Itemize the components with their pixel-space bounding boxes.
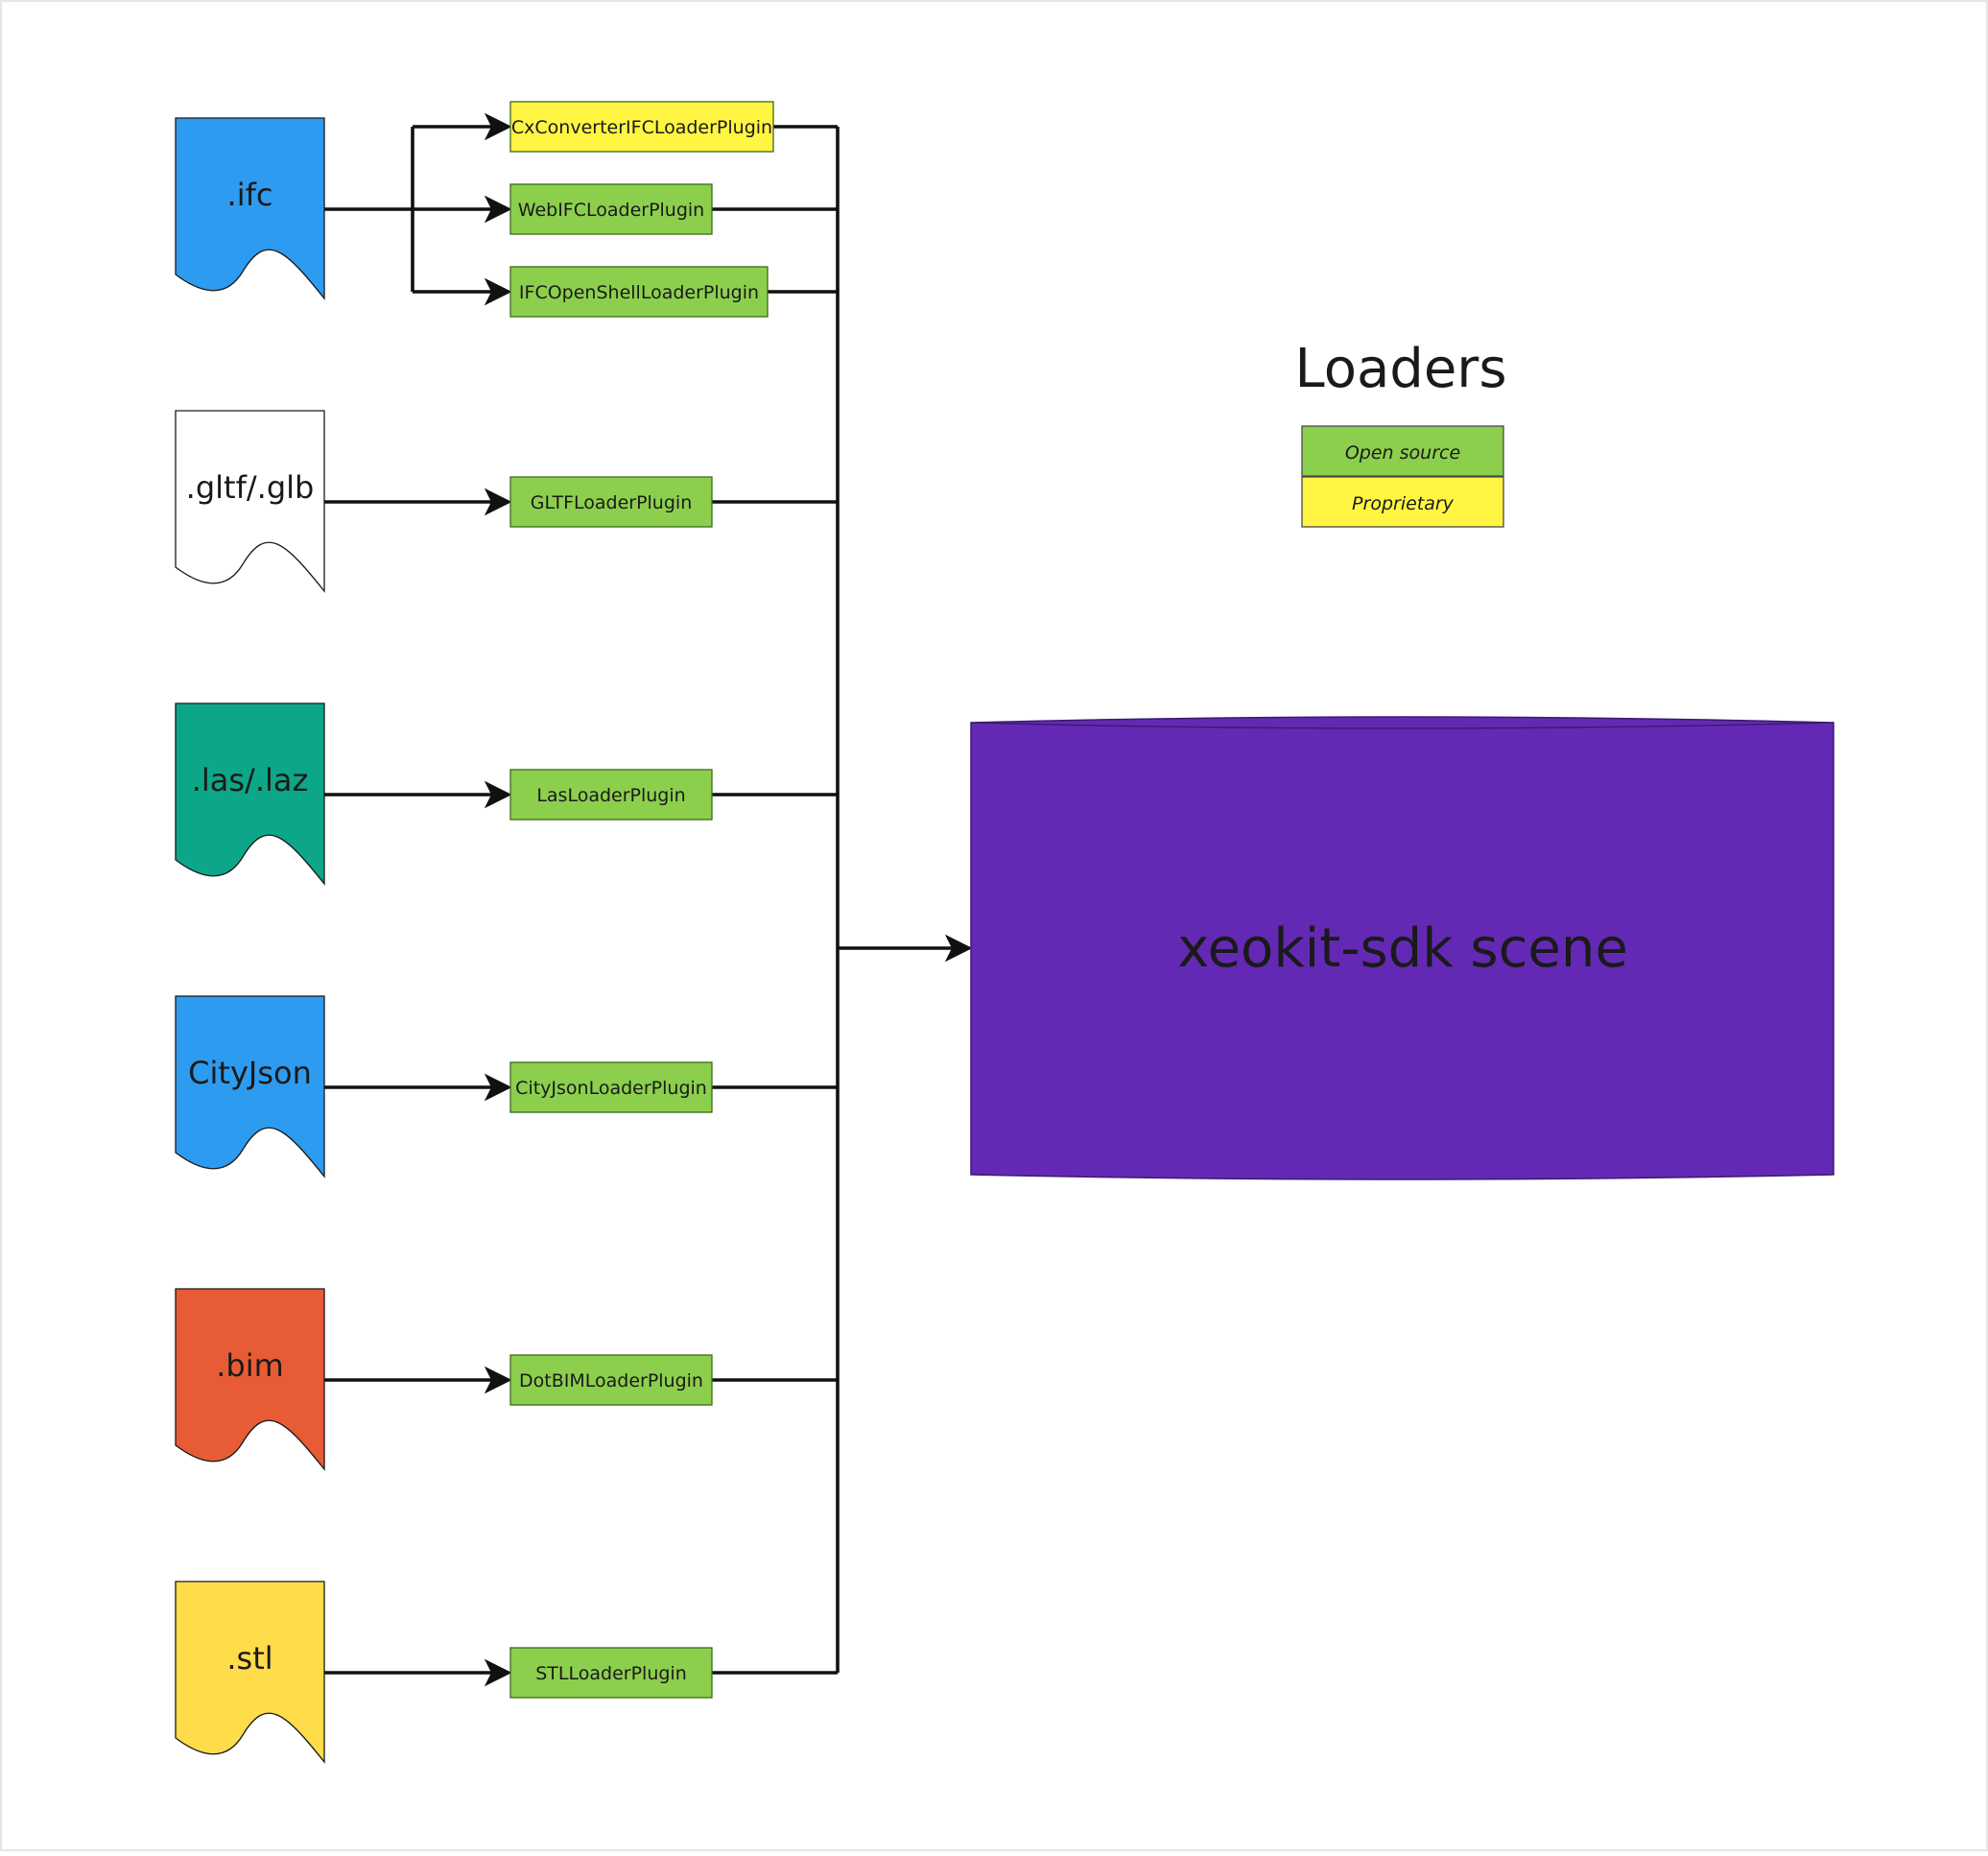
loader-plugin-box [509,1354,713,1406]
loader-plugins: CxConverterIFCLoaderPluginWebIFCLoaderPl… [509,101,774,1699]
file-doc-label: .stl [226,1640,272,1677]
file-doc-shape [175,117,325,300]
loader-plugin-STLLoaderPlugin: STLLoaderPlugin [509,1647,713,1699]
xeokit-scene: xeokit-sdk scene [970,716,1834,1180]
legend-open-source-swatch [1301,425,1504,477]
file-doc-label: CityJson [188,1055,312,1091]
loader-plugin-box [509,476,713,528]
file-doc-1: .gltf/.glb [175,410,325,593]
file-doc-5: .stl [175,1581,325,1764]
file-doc-4: .bim [175,1288,325,1471]
loader-plugin-box [509,101,774,153]
loader-plugin-LasLoaderPlugin: LasLoaderPlugin [509,769,713,821]
loader-plugin-CxConverterIFCLoaderPlugin: CxConverterIFCLoaderPlugin [509,101,774,153]
loader-plugin-label: DotBIMLoaderPlugin [519,1370,703,1392]
loader-plugin-CityJsonLoaderPlugin: CityJsonLoaderPlugin [509,1061,713,1113]
scene-cylinder-rim [970,722,1834,729]
file-doc-3: CityJson [175,995,325,1178]
loader-plugin-label: WebIFCLoaderPlugin [518,200,704,221]
legend-proprietary-label: Proprietary [1352,493,1455,514]
scene-label: xeokit-sdk scene [1177,917,1628,980]
file-doc-shape [175,702,325,886]
loader-plugin-label: GLTFLoaderPlugin [531,492,692,513]
legend-open-source-label: Open source [1345,442,1460,464]
loader-plugin-label: LasLoaderPlugin [536,785,685,806]
file-doc-shape [175,1581,325,1764]
loader-plugin-label: IFCOpenShellLoaderPlugin [519,282,759,303]
loader-plugin-GLTFLoaderPlugin: GLTFLoaderPlugin [509,476,713,528]
loader-plugin-box [509,769,713,821]
loader-plugin-label: CityJsonLoaderPlugin [515,1078,707,1099]
file-doc-label: .ifc [227,177,273,213]
file-doc-shape [175,995,325,1178]
loader-plugin-WebIFCLoaderPlugin: WebIFCLoaderPlugin [509,183,713,235]
file-doc-shape [175,410,325,593]
file-doc-0: .ifc [175,117,325,300]
file-doc-label: .las/.laz [192,762,309,798]
file-doc-label: .bim [216,1347,284,1384]
loader-plugin-box [509,1061,713,1113]
loader-plugin-box [509,183,713,235]
loader-plugin-IFCOpenShellLoaderPlugin: IFCOpenShellLoaderPlugin [509,266,769,318]
loader-plugin-label: CxConverterIFCLoaderPlugin [511,117,772,138]
connector-lines [324,112,973,1687]
loader-plugin-DotBIMLoaderPlugin: DotBIMLoaderPlugin [509,1354,713,1406]
legend-proprietary-swatch [1301,476,1504,528]
scene-cylinder [970,716,1834,1180]
loader-plugin-box [509,266,769,318]
legend: Loaders Open source Proprietary [1295,338,1507,528]
file-doc-shape [175,1288,325,1471]
file-doc-2: .las/.laz [175,702,325,886]
legend-title: Loaders [1295,338,1507,400]
loader-plugin-label: STLLoaderPlugin [535,1663,687,1684]
loader-plugin-box [509,1647,713,1699]
file-doc-label: .gltf/.glb [186,469,315,506]
